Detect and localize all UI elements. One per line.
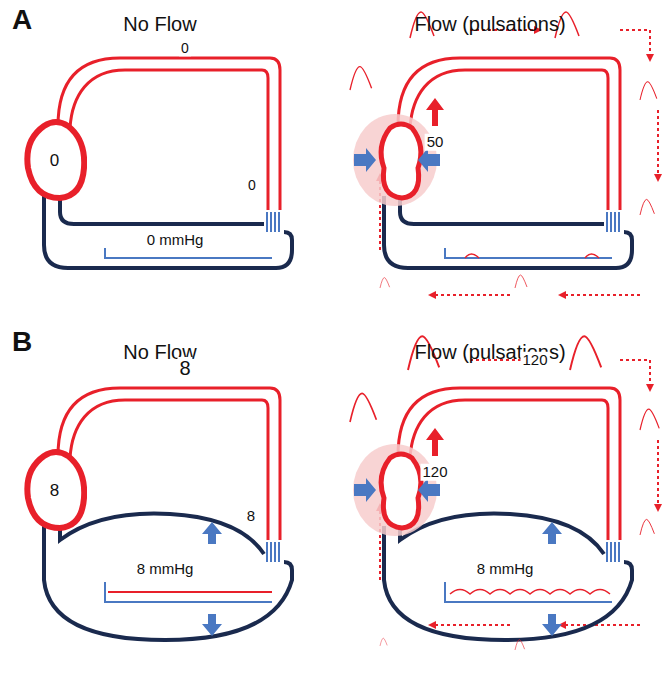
- pressure-value: 0: [50, 151, 59, 171]
- drawing-part: [108, 591, 272, 593]
- drawing-part: [202, 522, 222, 636]
- drawing-part: [542, 522, 562, 636]
- heart-shape: [27, 122, 84, 198]
- pressure-label: 0: [179, 41, 191, 56]
- pressure-label: 120: [520, 352, 549, 369]
- drawing-part: [640, 519, 654, 535]
- drawing-part: [426, 428, 444, 456]
- drawing-part: [426, 98, 444, 126]
- heart-chamber: 0: [22, 118, 87, 203]
- drawing-part: [450, 590, 610, 595]
- drawing-part: [570, 336, 601, 370]
- drawing-part: [398, 58, 625, 234]
- drawing-part: [105, 582, 272, 602]
- pressure-label: 8 mmHg: [135, 561, 196, 578]
- drawing-part: [105, 248, 272, 258]
- drawing-part: [640, 199, 654, 215]
- drawing-part: [58, 58, 285, 234]
- heart-chamber: 8: [22, 448, 87, 533]
- drawing-part: [465, 254, 599, 258]
- drawing-part: [640, 82, 657, 100]
- pressure-label: 0: [246, 178, 258, 193]
- drawing-part: [350, 393, 376, 422]
- pressure-label: 8 mmHg: [475, 561, 536, 578]
- drawing-part: [445, 582, 612, 602]
- drawing-part: [380, 638, 387, 646]
- drawing-part: [353, 114, 440, 206]
- drawing-part: [445, 248, 612, 258]
- pressure-label: 50: [425, 134, 446, 151]
- drawing-part: [384, 196, 632, 268]
- pressure-label: No Flow: [123, 13, 196, 35]
- pressure-label: 8: [245, 508, 257, 525]
- panel-letter: B: [12, 327, 32, 358]
- drawing-part: [515, 275, 527, 288]
- heart-shape: [27, 452, 84, 528]
- drawing-part: [384, 514, 632, 640]
- panel-letter: A: [12, 5, 32, 36]
- flow-loop-b: [350, 336, 659, 650]
- drawing-part: [44, 196, 292, 268]
- pressure-label: 8: [177, 357, 192, 379]
- drawing-part: [640, 409, 659, 430]
- drawing-part: [350, 67, 372, 90]
- flow-loop-a: [350, 12, 658, 295]
- drawing-part: [515, 640, 525, 650]
- pressure-label: Flow (pulsations): [414, 13, 565, 35]
- drawing-part: [380, 278, 390, 288]
- pressure-value: 8: [50, 481, 59, 501]
- pressure-label: 0 mmHg: [145, 232, 206, 249]
- drawing-part: [353, 444, 440, 536]
- pressure-label: 120: [420, 464, 449, 481]
- drawing-part: [44, 514, 292, 640]
